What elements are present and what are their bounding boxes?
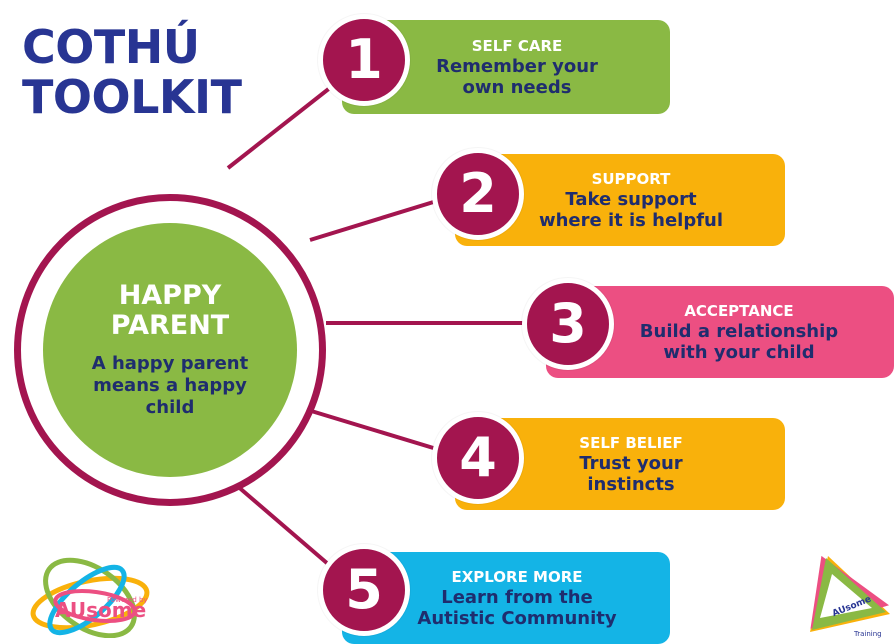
step-text-line-2: where it is helpful — [538, 209, 724, 231]
hub-title-line-1: HAPPY — [118, 280, 222, 311]
hub-text: A happy parent means a happy child — [92, 353, 248, 419]
connector-2 — [309, 198, 441, 242]
step-text: Remember your own needs — [436, 56, 598, 98]
step-text-line-2: own needs — [462, 76, 572, 98]
step-title: SELF CARE — [471, 36, 563, 55]
logo-brand: AUsome — [55, 598, 146, 622]
step-number-2: 2 — [432, 148, 524, 240]
step-text-line-1: Learn from the — [441, 586, 593, 608]
logo-powered-by: Powered by — [107, 596, 148, 604]
hub-title: HAPPY PARENT — [111, 281, 229, 341]
step-text-line-1: Take support — [565, 188, 697, 210]
step-title: SUPPORT — [591, 169, 671, 188]
connector-4 — [307, 408, 441, 452]
page-title: COTHÚ TOOLKIT — [22, 22, 242, 122]
step-text-line-1: Trust your — [579, 452, 683, 474]
connector-5 — [226, 476, 337, 572]
step-text-line-1: Remember your — [436, 55, 598, 77]
step-number-5: 5 — [318, 544, 410, 636]
ausome-swirl-logo-icon: Powered by AUsome — [30, 557, 150, 638]
hub-text-line-1: A happy parent — [91, 353, 249, 374]
step-title: ACCEPTANCE — [684, 301, 794, 320]
step-number-3: 3 — [522, 278, 614, 370]
step-text-line-1: Build a relationship — [639, 320, 839, 342]
step-number-1: 1 — [318, 14, 410, 106]
step-number-4: 4 — [432, 412, 524, 504]
step-title: SELF BELIEF — [579, 433, 683, 452]
step-text: Build a relationship with your child — [640, 321, 838, 363]
step-text-line-2: instincts — [587, 473, 675, 495]
step-text: Learn from the Autistic Community — [417, 587, 616, 629]
hub-text-line-2: means a happy — [93, 375, 247, 396]
step-text: Trust your instincts — [579, 453, 682, 495]
step-text-line-2: with your child — [663, 341, 815, 363]
hub-title-line-2: PARENT — [110, 310, 230, 341]
hub-text-line-3: child — [145, 397, 195, 418]
title-line-1: COTHÚ — [22, 20, 200, 74]
connector-1 — [226, 78, 342, 170]
title-line-2: TOOLKIT — [22, 70, 242, 124]
step-text-line-2: Autistic Community — [417, 607, 617, 629]
step-text: Take support where it is helpful — [539, 189, 723, 231]
logo-sub: Training — [853, 630, 882, 638]
hub-circle: HAPPY PARENT A happy parent means a happ… — [43, 223, 297, 477]
step-title: EXPLORE MORE — [451, 567, 583, 586]
ausome-triangle-logo-icon: AUsome Training — [810, 555, 890, 638]
